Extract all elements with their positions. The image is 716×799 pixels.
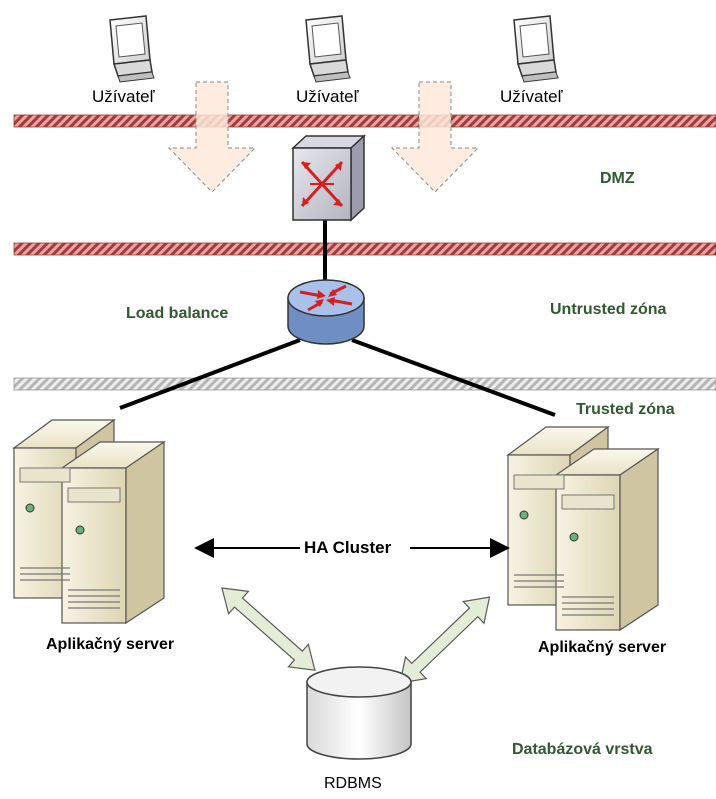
incoming-flow-arrow-left [167, 81, 257, 193]
zone-label-trusted: Trusted zóna [576, 401, 675, 418]
server-label-right: Aplikačný server [538, 639, 667, 656]
firewall-wall-top [13, 114, 716, 128]
firewall-wall-middle [13, 242, 716, 256]
application-server-icon-left [12, 418, 166, 625]
database-label: RDBMS [324, 775, 382, 792]
trusted-wall [13, 377, 716, 391]
user-monitor-icon-2 [305, 15, 351, 83]
database-cylinder-icon [306, 666, 412, 760]
server-label-left: Aplikačný server [46, 636, 175, 653]
application-server-icon-right [506, 425, 660, 632]
ha-cluster-label: HA Cluster [302, 538, 394, 557]
router-to-right-server-link [351, 338, 556, 417]
user-monitor-icon-1 [109, 15, 155, 83]
incoming-flow-arrow-right [390, 81, 480, 193]
db-link-arrow-right [399, 596, 491, 684]
zone-label-untrusted: Untrusted zóna [550, 301, 667, 318]
zone-label-dmz: DMZ [600, 170, 635, 187]
user-label-3: Užívateľ [500, 87, 563, 106]
db-link-arrow-left [221, 587, 316, 671]
zone-label-database: Databázová vrstva [512, 741, 653, 758]
user-label-1: Užívateľ [92, 87, 155, 106]
dmz-switch-icon [291, 134, 366, 222]
user-label-2: Užívateľ [296, 87, 359, 106]
router-to-left-server-link [119, 338, 301, 410]
load-balancer-router-icon [287, 279, 365, 345]
user-monitor-icon-3 [513, 15, 559, 83]
load-balance-label: Load balance [126, 305, 229, 322]
